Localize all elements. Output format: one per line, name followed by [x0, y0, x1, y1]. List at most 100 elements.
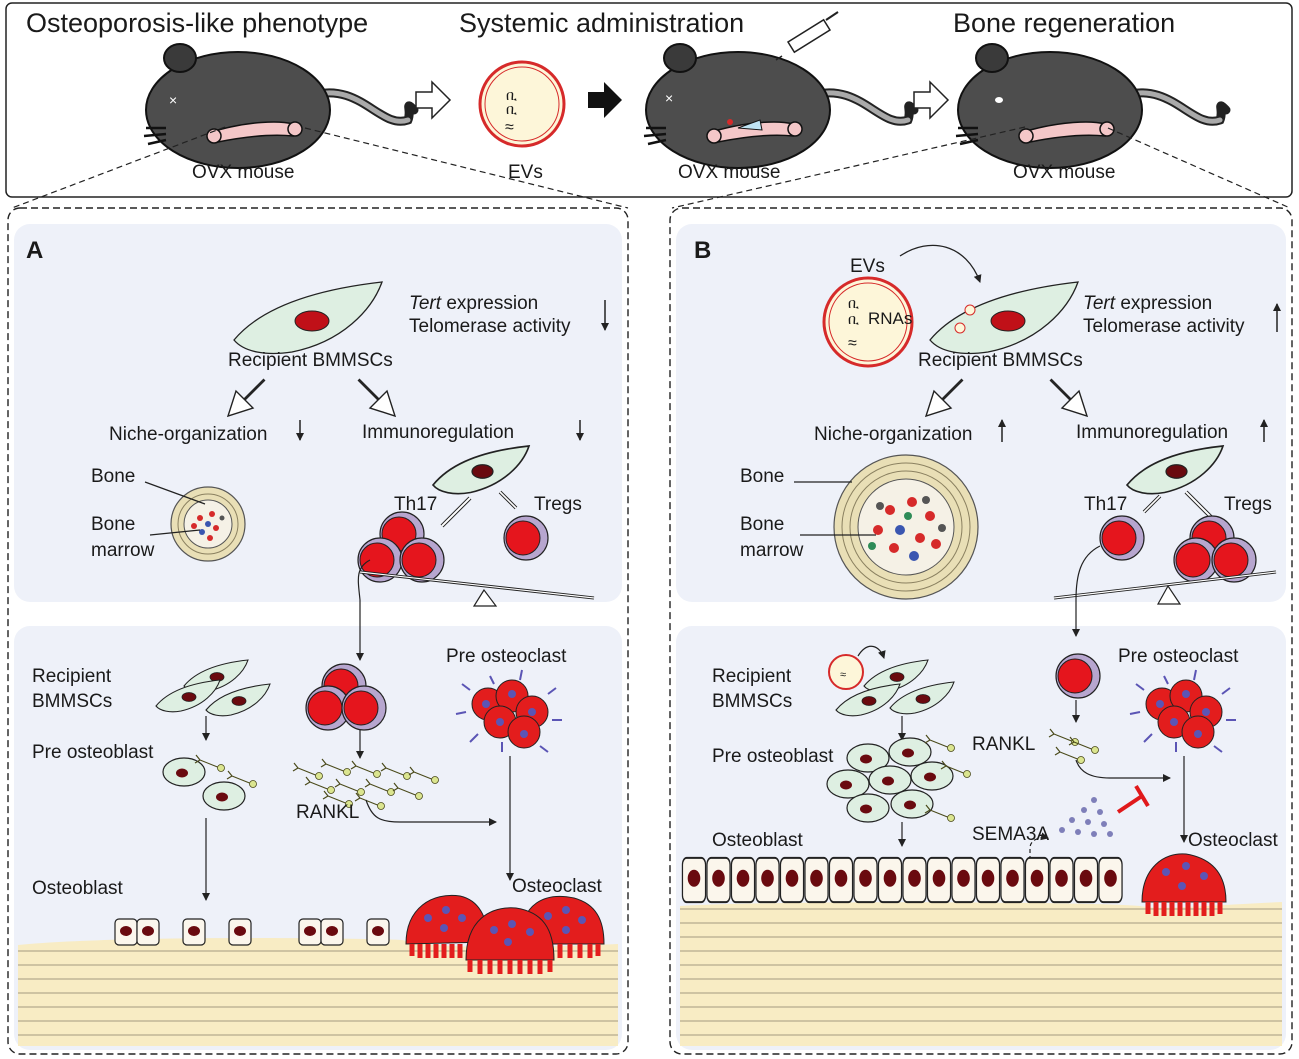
svg-text:≈: ≈ — [848, 335, 857, 352]
osteoclast-label-b: Osteoclast — [1188, 830, 1278, 851]
mouse-2-label: OVX mouse — [678, 162, 780, 183]
svg-text:ቢ: ቢ — [506, 101, 517, 117]
ev-vesicle-icon: ቢ ቢ ≈ — [478, 60, 566, 148]
rnas-label: RNAs — [868, 309, 912, 328]
osteoclast-label: Osteoclast — [512, 876, 602, 897]
curved-arrow — [857, 645, 886, 659]
svg-text:ቢ: ቢ — [848, 295, 859, 311]
th17-label-b: Th17 — [1084, 494, 1127, 515]
osteoblast-cell — [730, 856, 756, 904]
osteoblast-cell — [828, 856, 854, 904]
osteoblast-cell — [852, 856, 879, 904]
bone-cross-section-large — [833, 454, 979, 600]
recipient-2b-label-b: BMMSCs — [712, 691, 792, 712]
mouse-3-label: OVX mouse — [1013, 162, 1115, 183]
th17-label: Th17 — [394, 494, 437, 515]
osteoblast-cell — [950, 856, 977, 904]
arrow-icon — [913, 80, 950, 120]
split-arrow-icon — [924, 378, 964, 418]
tregs-label-b: Tregs — [1224, 494, 1272, 515]
arrow-icon — [415, 80, 452, 120]
stage2-title: Systemic administration — [459, 8, 744, 38]
pre-osteoclast-label-b: Pre osteoclast — [1118, 646, 1239, 667]
sema3a-label: SEMA3A — [972, 824, 1049, 845]
leader-line — [149, 529, 201, 536]
rankl-label-b: RANKL — [972, 734, 1035, 755]
panel-a-frame — [7, 207, 629, 1055]
osteoblast-cell — [754, 856, 781, 904]
split-arrow-icon — [226, 378, 266, 418]
osteoblast-cell — [901, 856, 928, 904]
osteoblast-label: Osteoblast — [32, 878, 124, 899]
ev-vesicle-small-icon: ≈ — [828, 654, 864, 690]
th17-cell — [1055, 653, 1101, 699]
evs-label: EVs — [508, 162, 543, 183]
zoom-lines-b — [671, 126, 1291, 209]
bone-marrow-label-2: marrow — [91, 540, 155, 561]
svg-text:≈: ≈ — [840, 669, 846, 681]
panel-a-upper — [14, 224, 622, 602]
mouse-3 — [954, 42, 1231, 170]
immuno-label-b: Immunoregulation — [1076, 422, 1228, 443]
th17-cell — [341, 685, 387, 731]
split-arrow-icon — [1049, 378, 1089, 418]
syringe-icon — [775, 11, 839, 61]
bone-label: Bone — [91, 466, 135, 487]
svg-text:×: × — [169, 92, 177, 108]
pre-osteoclast-cluster — [1129, 669, 1236, 753]
niche-label-b: Niche-organization — [814, 424, 972, 445]
osteoblast-cell — [877, 856, 903, 904]
ev-vesicle-icon: ቢ ቢ ≈ — [822, 276, 914, 368]
immuno-label: Immunoregulation — [362, 422, 514, 443]
tert-rest-b: expression — [1115, 293, 1212, 314]
osteoblast-cell — [705, 856, 732, 904]
osteoblast-cell — [779, 856, 805, 904]
flow-arrow — [1075, 759, 1171, 782]
panel-b-frame — [669, 207, 1293, 1055]
mouse-1-label: OVX mouse — [192, 162, 294, 183]
mouse-2: × — [642, 42, 919, 170]
bone-marrow-label-b-2: marrow — [740, 540, 804, 561]
treg-cell — [503, 515, 549, 561]
flow-arrow — [365, 799, 497, 826]
pre-osteoclast-cluster — [455, 669, 562, 753]
pre-osteoblast-cell — [202, 781, 246, 811]
bone-marrow-label-1: Bone — [91, 514, 135, 535]
th17-cell — [399, 537, 445, 583]
osteoblast-cell — [803, 856, 830, 904]
pre-osteoblast-label: Pre osteoblast — [32, 742, 154, 763]
telomerase-label: Telomerase activity — [409, 316, 571, 337]
recipient-label-b: Recipient BMMSCs — [918, 350, 1083, 371]
curved-arrow — [899, 244, 982, 283]
flow-arrow — [356, 559, 371, 661]
osteoblast-cell — [1048, 856, 1075, 904]
flow-arrow — [1072, 545, 1101, 637]
panel-b-letter: B — [694, 237, 711, 264]
telomerase-label-b: Telomerase activity — [1083, 316, 1245, 337]
svg-text:Tert expression: Tert expression — [1083, 293, 1212, 314]
bone-cross-section-small — [170, 486, 246, 562]
th17-cell — [1099, 515, 1145, 561]
inhibition-icon — [1116, 784, 1150, 814]
tregs-label: Tregs — [534, 494, 582, 515]
osteoblast-cell — [975, 856, 1001, 904]
sema3a-dots — [1059, 797, 1113, 837]
mouse-1: × — [142, 42, 419, 170]
pre-osteoclast-label: Pre osteoclast — [446, 646, 567, 667]
osteoblast-label-b: Osteoblast — [712, 830, 804, 851]
balance-fulcrum — [1156, 584, 1182, 605]
svg-text:ቢ: ቢ — [506, 87, 517, 103]
osteoclast-cell-b — [1141, 853, 1227, 916]
split-arrow-icon — [357, 378, 397, 418]
recipient-2a-label: Recipient — [32, 666, 112, 687]
tert-word-b: Tert — [1083, 293, 1116, 314]
osteoblast-cell — [926, 856, 952, 904]
svg-text:Tert expression: Tert expression — [409, 293, 538, 314]
rankl-label: RANKL — [296, 802, 359, 823]
osteoblast-cell — [1097, 856, 1124, 904]
balance-fulcrum — [472, 588, 498, 607]
arrow-icon — [588, 82, 622, 118]
zoom-lines-a — [11, 126, 629, 209]
osteoclast-cells — [405, 894, 605, 974]
